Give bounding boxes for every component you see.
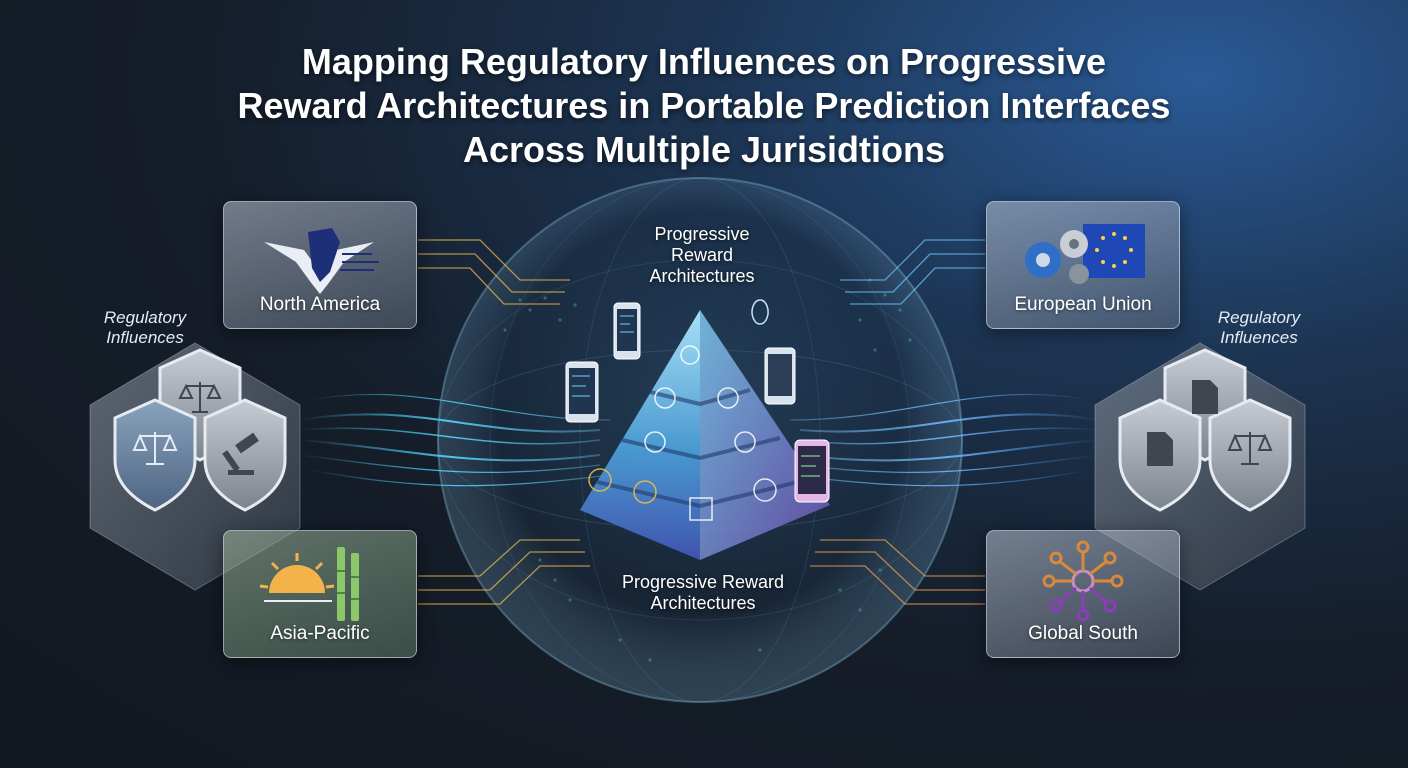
card-north-america: North America: [223, 201, 417, 329]
region-label-asia-pacific: Asia-Pacific: [224, 623, 416, 645]
card-global-south: Global South: [986, 530, 1180, 658]
pyramid-top-label: Progressive Reward Architectures: [602, 224, 802, 287]
pyramid-bottom-label: Progressive Reward Architectures: [583, 572, 823, 614]
region-label-north-america: North America: [224, 294, 416, 316]
title-line-3: Across Multiple Jurisidtions: [104, 128, 1304, 172]
pyramid-bottom-line2: Architectures: [583, 593, 823, 614]
regulatory-right-line2: Influences: [1189, 328, 1329, 348]
region-label-european-union: European Union: [987, 294, 1179, 316]
pyramid-top-line1: Progressive: [602, 224, 802, 245]
regulatory-label-left: Regulatory Influences: [75, 308, 215, 348]
pyramid-bottom-line1: Progressive Reward: [583, 572, 823, 593]
title-line-2: Reward Architectures in Portable Predict…: [104, 84, 1304, 128]
card-european-union: European Union: [986, 201, 1180, 329]
regulatory-right-line1: Regulatory: [1189, 308, 1329, 328]
pyramid-top-line3: Architectures: [602, 266, 802, 287]
region-label-global-south: Global South: [987, 623, 1179, 645]
regulatory-left-line2: Influences: [75, 328, 215, 348]
diagram-title: Mapping Regulatory Influences on Progres…: [104, 40, 1304, 172]
title-line-1: Mapping Regulatory Influences on Progres…: [104, 40, 1304, 84]
card-asia-pacific: Asia-Pacific: [223, 530, 417, 658]
regulatory-label-right: Regulatory Influences: [1189, 308, 1329, 348]
pyramid-top-line2: Reward: [602, 245, 802, 266]
regulatory-left-line1: Regulatory: [75, 308, 215, 328]
